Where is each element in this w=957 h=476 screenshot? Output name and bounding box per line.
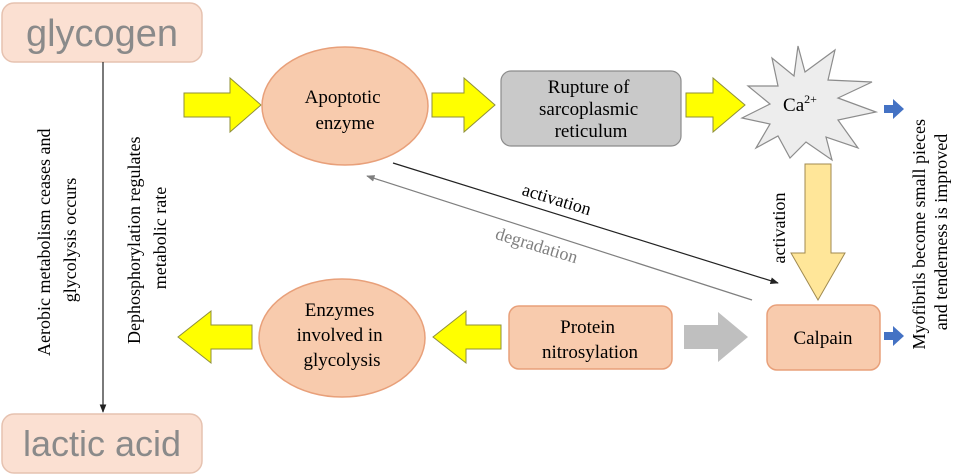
gray-arrow-nitrosylation-to-calpain (684, 312, 748, 362)
degradation-diagonal-label: degradation (493, 223, 580, 267)
pale-arrow-ca-to-calpain (790, 163, 846, 302)
apoptotic-enzyme-node: Apoptotic enzyme (261, 46, 429, 166)
calcium-star-node: Ca2+ (740, 45, 879, 162)
enzymes-glycolysis-node: Enzymes involved in glycolysis (258, 278, 426, 398)
calpain-node: Calpain (766, 304, 881, 371)
blue-arrow-calpain-out (884, 326, 904, 346)
degradation-diagonal-arrow (366, 175, 753, 301)
activation-diagonal-label: activation (520, 179, 594, 219)
activation-vertical-label: activation (769, 193, 789, 264)
lactic-acid-label: lactic acid (23, 423, 181, 464)
blue-arrow-ca-out (884, 99, 904, 119)
yellow-arrow-into-apoptotic (183, 76, 262, 134)
lactic-acid-box: lactic acid (1, 413, 203, 474)
glycogen-label: glycogen (26, 13, 178, 55)
yellow-arrow-nitrosylation-to-enzymes (432, 309, 502, 365)
myofibrils-label: Myofibrils become small pieces and tende… (909, 115, 951, 350)
aerobic-label: Aerobic metabolism ceases and glycolysis… (34, 124, 80, 356)
protein-nitrosylation-node: Protein nitrosylation (508, 305, 673, 370)
svg-text:Rupture of sarcoplasmic: Rupture of sarcoplasmic reticulum (539, 77, 643, 142)
svg-text:Calpain: Calpain (793, 328, 853, 349)
dephosphorylation-label: Dephosphorylation regulates metabolic ra… (124, 132, 170, 344)
rupture-sr-node: Rupture of sarcoplasmic reticulum (500, 70, 682, 147)
glycogen-box: glycogen (1, 2, 203, 63)
svg-text:Enzymes involved in: Enzymes involved in glycolysis (297, 300, 388, 371)
yellow-arrow-rupture-to-ca (685, 76, 746, 134)
svg-text:Apoptotic enzyme: Apoptotic enzyme (305, 87, 386, 134)
svg-text:Protein nitrosylation: Protein nitrosylation (542, 317, 639, 363)
yellow-arrow-enzymes-out (177, 309, 253, 365)
activation-diagonal-arrow (392, 162, 779, 284)
yellow-arrow-apoptotic-to-rupture (431, 76, 496, 134)
svg-text:Ca2+: Ca2+ (783, 92, 817, 116)
